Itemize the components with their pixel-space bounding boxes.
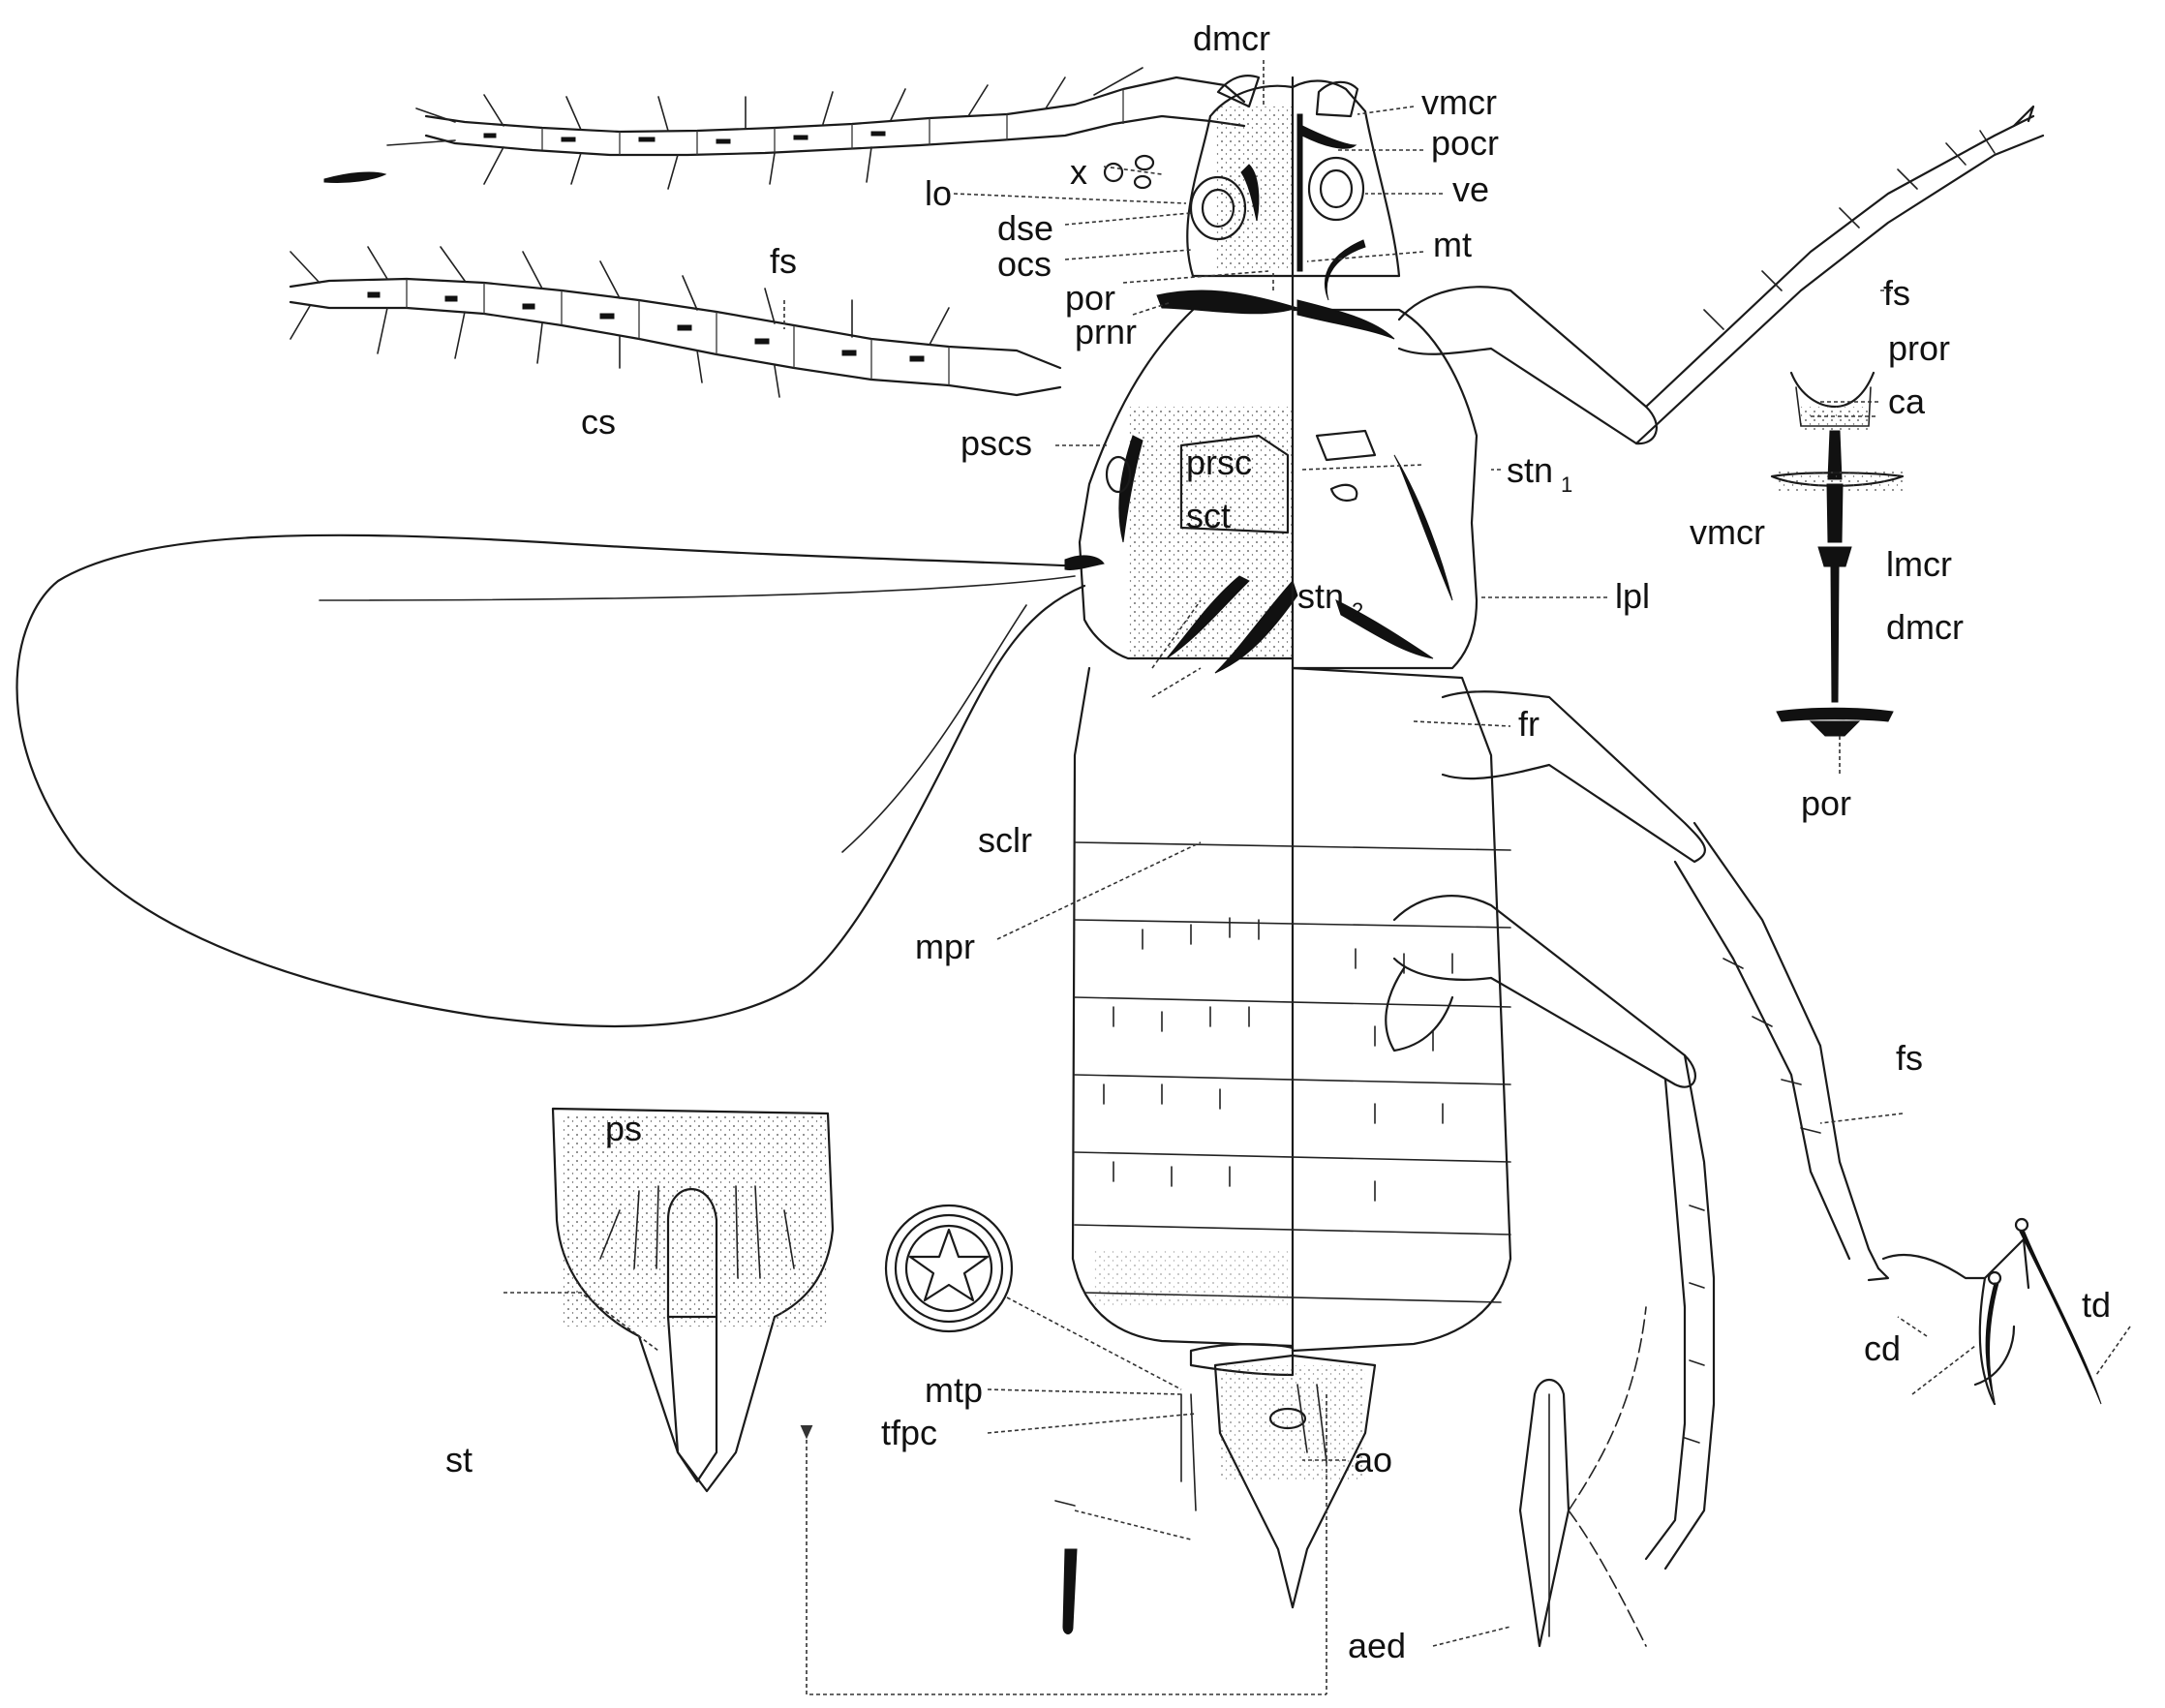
abdomen — [1071, 666, 1512, 1609]
label-fs-hindleg: fs — [1896, 1038, 1923, 1078]
labels: dmcr vmcr pocr x lo ve dse ocs mt fs por… — [445, 18, 2111, 1665]
label-por-inset: por — [1801, 783, 1851, 823]
label-ps: ps — [605, 1109, 642, 1148]
label-x: x — [1070, 152, 1087, 192]
label-td: td — [2082, 1285, 2111, 1325]
label-mtp: mtp — [925, 1370, 983, 1410]
label-lpl: lpl — [1615, 576, 1650, 616]
label-stn1: stn — [1507, 450, 1553, 490]
pore-plate-inset — [884, 1204, 1014, 1333]
label-mpr: mpr — [915, 927, 975, 966]
label-stn2: stn — [1297, 576, 1344, 616]
antenna-upper — [323, 67, 1246, 190]
forewing — [15, 534, 1105, 1028]
label-vmcr-inset: vmcr — [1690, 512, 1765, 552]
label-stn2-subscript: 2 — [1352, 598, 1363, 623]
thorax — [1078, 290, 1479, 674]
label-sct: sct — [1186, 496, 1231, 535]
label-aed: aed — [1348, 1626, 1406, 1665]
label-prsc: prsc — [1186, 442, 1252, 482]
label-cs: cs — [581, 402, 616, 442]
label-sclr: sclr — [978, 820, 1032, 860]
aedeagus-inset — [1518, 1306, 1647, 1648]
label-dmcr-top: dmcr — [1193, 18, 1270, 58]
label-prnr: prnr — [1075, 312, 1137, 351]
label-cd: cd — [1864, 1328, 1901, 1368]
label-pscs: pscs — [961, 423, 1032, 463]
label-ve: ve — [1452, 169, 1489, 209]
label-por-head: por — [1065, 278, 1115, 318]
label-ao: ao — [1354, 1440, 1392, 1479]
label-tfpc: tfpc — [881, 1413, 937, 1452]
label-dse: dse — [997, 208, 1053, 248]
label-mt: mt — [1433, 225, 1472, 264]
label-fs-foreleg: fs — [1883, 273, 1910, 313]
midlegs — [1441, 690, 1890, 1282]
label-dmcr-inset: dmcr — [1886, 607, 1964, 647]
claw-inset — [1881, 1217, 2102, 1406]
hindlegs — [1385, 895, 1716, 1571]
leader-lines — [503, 60, 2131, 1695]
label-ca: ca — [1888, 381, 1926, 421]
forelegs — [1397, 105, 2045, 445]
label-vmcr-top: vmcr — [1421, 82, 1497, 122]
label-fs-antenna: fs — [770, 241, 797, 281]
seta-detail — [1054, 1500, 1078, 1634]
label-ocs: ocs — [997, 244, 1052, 284]
endofurca-inset — [1770, 371, 1905, 737]
label-st: st — [445, 1440, 473, 1479]
head — [1103, 75, 1401, 301]
label-lo: lo — [925, 173, 952, 213]
label-fr: fr — [1518, 704, 1540, 744]
antenna-lower — [289, 246, 1062, 398]
label-stn1-subscript: 1 — [1561, 473, 1572, 497]
label-pror: pror — [1888, 328, 1950, 368]
label-lmcr: lmcr — [1886, 544, 1952, 584]
pelta-inset — [551, 1107, 835, 1493]
label-pocr: pocr — [1431, 123, 1499, 163]
